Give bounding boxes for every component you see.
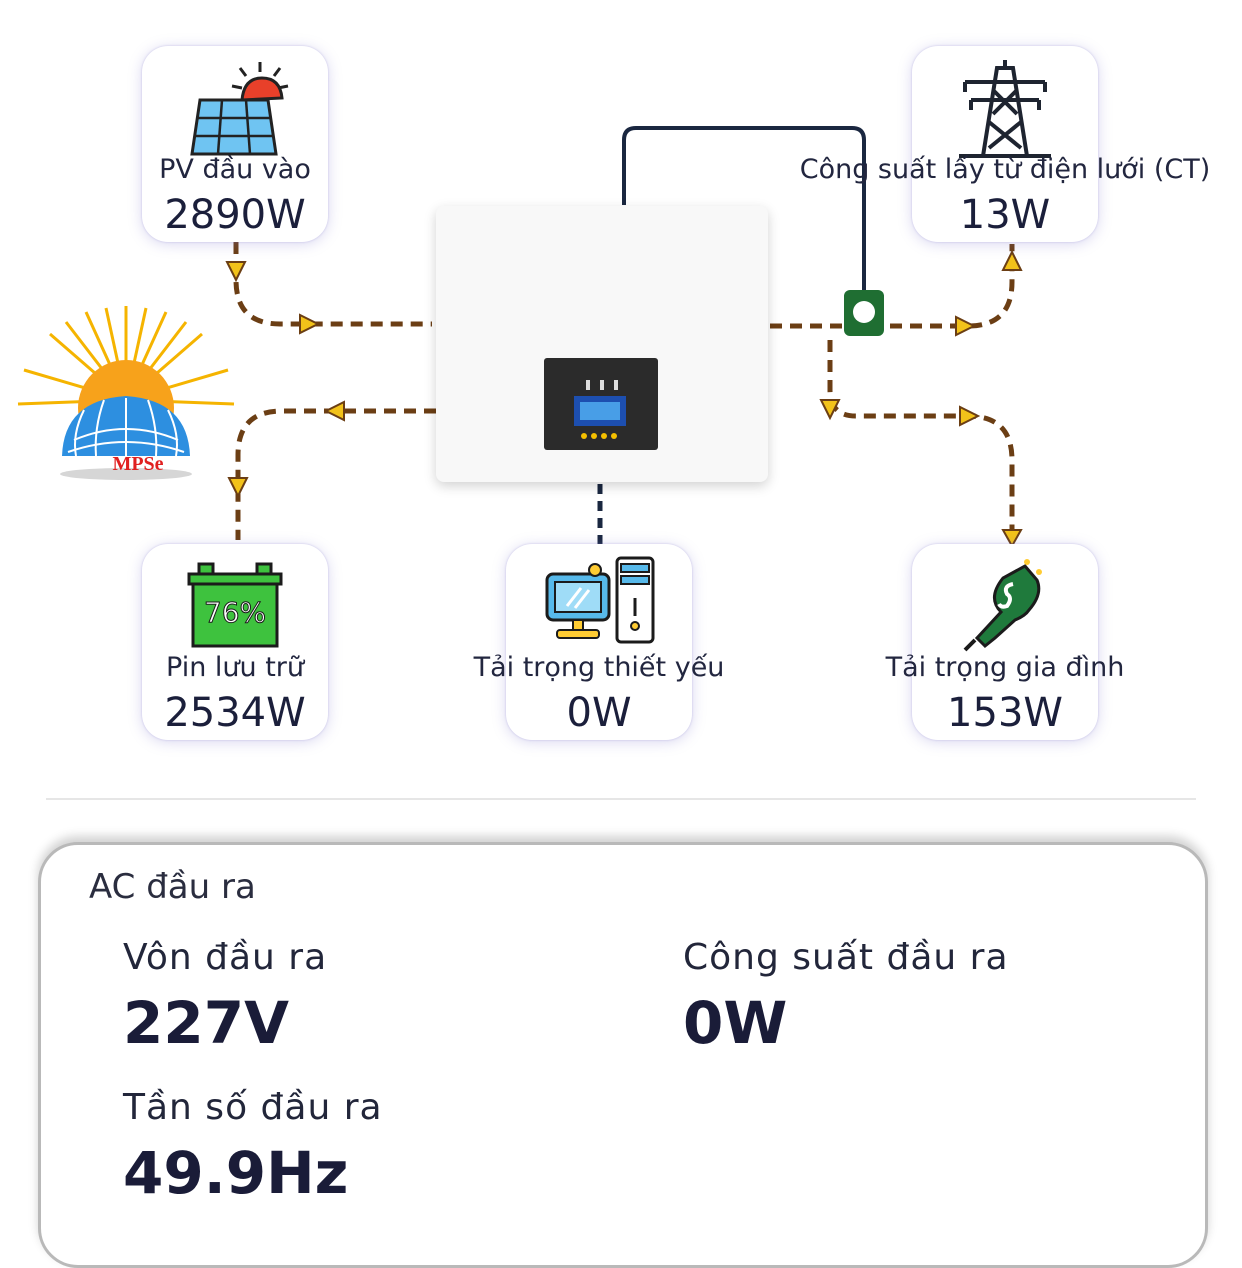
ac-output-panel: AC đầu ra Vôn đầu ra 227V Công suất đầu … — [38, 842, 1208, 1268]
sun-globe-logo-icon: MPSe — [17, 306, 235, 480]
power-tower-icon — [959, 60, 1051, 158]
section-divider — [46, 798, 1196, 800]
ct-wire — [622, 126, 866, 292]
output-power-value: 0W — [683, 989, 788, 1057]
essential-load-card[interactable]: Tải trọng thiết yếu 0W — [474, 544, 724, 740]
pv-arrow-1 — [225, 261, 247, 283]
battery-level-text: 76% — [204, 596, 266, 629]
output-frequency-label: Tần số đầu ra — [123, 1087, 383, 1128]
grid-power-value: 13W — [959, 192, 1051, 238]
output-frequency-value: 49.9Hz — [123, 1139, 349, 1207]
inverter-screen-icon — [574, 380, 626, 439]
power-flow-diagram — [225, 126, 1023, 549]
home-load-label: Tải trọng gia đình — [885, 652, 1125, 683]
solar-panel-icon — [190, 62, 289, 156]
home-arrow-1 — [819, 399, 841, 421]
inverter-unit — [436, 206, 768, 482]
home-load-card[interactable]: Tải trọng gia đình 153W — [886, 544, 1124, 740]
grid-arrow-1 — [955, 315, 977, 337]
plug-icon — [963, 559, 1042, 652]
output-voltage-value: 227V — [123, 989, 289, 1057]
brand-logo-text: MPSe — [112, 453, 163, 475]
grid-arrow-2 — [1001, 249, 1023, 271]
home-load-value: 153W — [947, 690, 1063, 736]
battery-flow-line — [235, 408, 436, 540]
ac-output-title: AC đầu ra — [89, 867, 256, 907]
battery-value: 2534W — [164, 690, 306, 736]
battery-arrow-1 — [323, 400, 345, 422]
battery-icon: 76% — [187, 562, 283, 648]
output-power-label: Công suất đầu ra — [683, 937, 1009, 978]
computer-icon — [545, 556, 655, 644]
output-voltage-label: Vôn đầu ra — [123, 937, 328, 978]
home-arrow-2 — [959, 405, 981, 427]
essential-load-label: Tải trọng thiết yếu — [473, 652, 725, 683]
pv-input-card[interactable]: PV đầu vào 2890W — [142, 46, 328, 242]
grid-power-card[interactable]: Công suất lấy từ điện lưới (CT) 13W — [800, 46, 1210, 242]
battery-card[interactable]: 76% Pin lưu trữ 2534W — [142, 544, 328, 740]
pv-flow-line — [233, 242, 432, 327]
brand-logo: MPSe — [14, 300, 238, 484]
inverter-display — [544, 358, 658, 450]
pv-arrow-2 — [299, 313, 321, 335]
essential-load-value: 0W — [566, 690, 632, 736]
pv-input-label: PV đầu vào — [159, 154, 311, 185]
pv-input-value: 2890W — [164, 192, 306, 238]
grid-flow-line — [770, 244, 1015, 329]
home-flow-line — [827, 340, 1015, 540]
grid-power-label: Công suất lấy từ điện lưới (CT) — [799, 154, 1211, 185]
battery-arrow-2 — [227, 477, 249, 499]
home-arrow-3 — [1001, 529, 1023, 549]
battery-label: Pin lưu trữ — [166, 652, 304, 683]
